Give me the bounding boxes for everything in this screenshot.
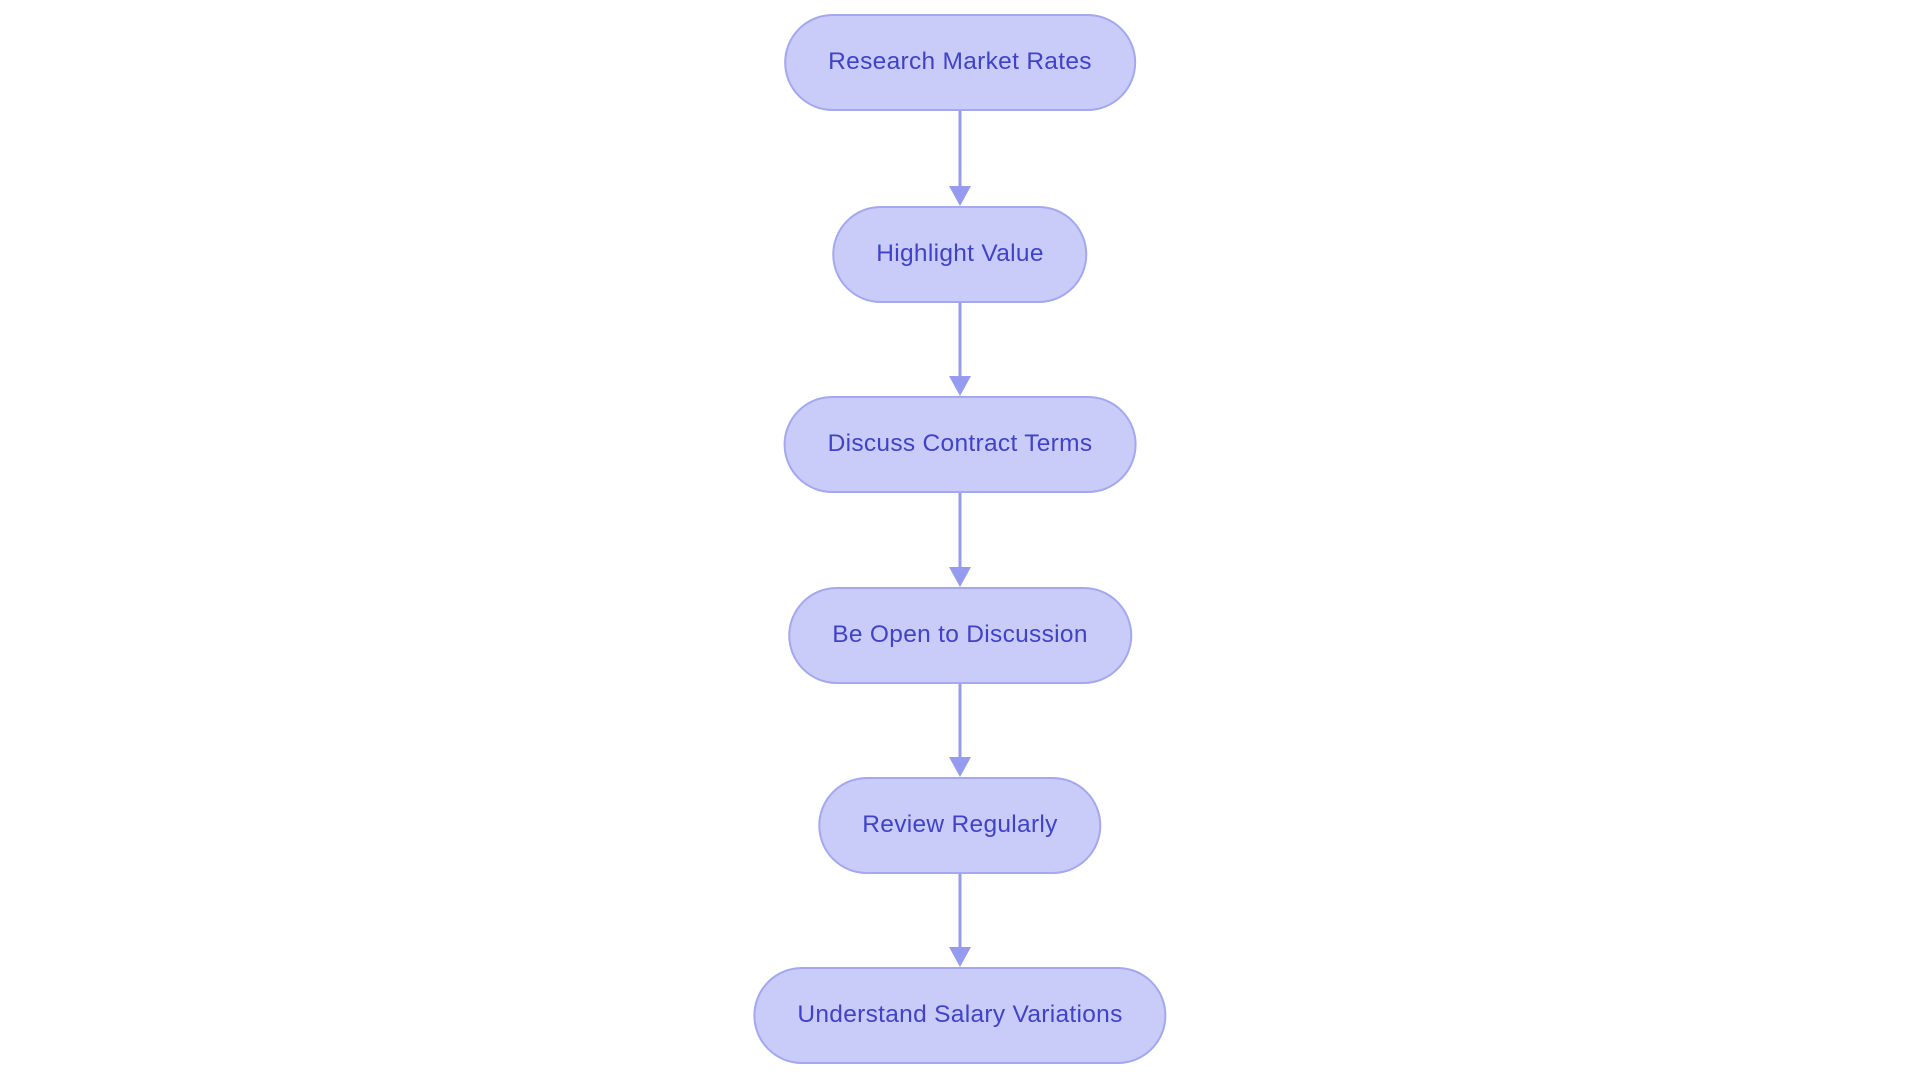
flow-node-research-market-rates: Research Market Rates [784, 13, 1136, 111]
flow-node-label: Review Regularly [862, 811, 1058, 838]
flow-node-highlight-value: Highlight Value [832, 205, 1088, 303]
arrow-head-icon [949, 375, 971, 396]
flow-node-label: Understand Salary Variations [797, 1001, 1123, 1028]
flow-node-label: Discuss Contract Terms [827, 430, 1093, 457]
flow-node-label: Research Market Rates [828, 48, 1092, 75]
arrow-head-icon [949, 566, 971, 587]
flow-node-be-open-to-discussion: Be Open to Discussion [788, 586, 1132, 684]
arrow-head-icon [949, 946, 971, 967]
flow-arrow-line [958, 109, 962, 188]
flow-arrow-line [958, 301, 962, 378]
flow-node-understand-salary-variations: Understand Salary Variations [753, 966, 1167, 1064]
flow-node-label: Highlight Value [876, 240, 1044, 267]
flow-node-review-regularly: Review Regularly [818, 776, 1102, 874]
arrow-head-icon [949, 185, 971, 206]
arrow-head-icon [949, 756, 971, 777]
flow-arrow-line [958, 491, 962, 569]
flow-arrow-line [958, 682, 962, 759]
flow-node-label: Be Open to Discussion [832, 621, 1088, 648]
flow-node-discuss-contract-terms: Discuss Contract Terms [783, 395, 1137, 493]
flow-arrow-line [958, 872, 962, 949]
